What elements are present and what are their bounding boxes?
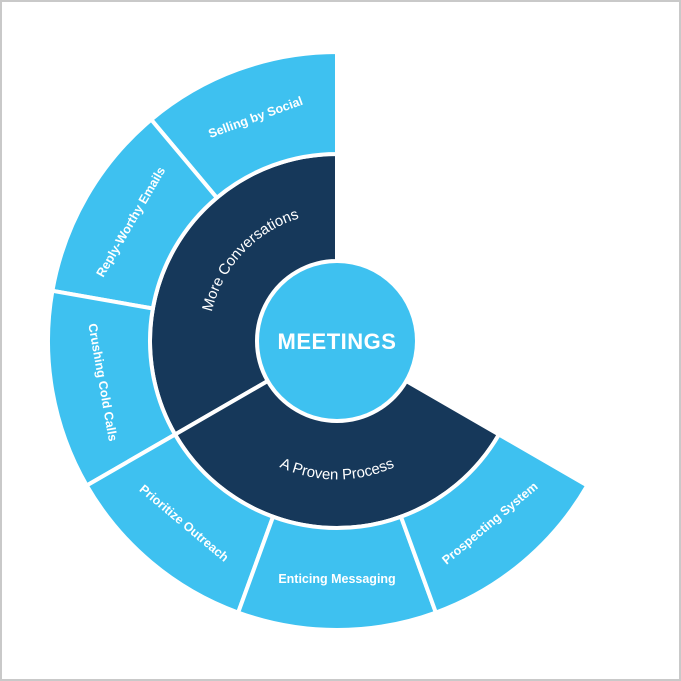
center-label: MEETINGS [278, 329, 397, 354]
outer-sector-selling-by-social [148, 49, 339, 201]
outer-sector-enticing-messaging [235, 514, 439, 632]
outer-sector-crushing-cold-calls [46, 288, 178, 489]
center-circle [259, 263, 415, 419]
outer-sector-reply-worthy-emails [50, 116, 220, 311]
outer-sector-prospecting-system [398, 431, 591, 616]
outer-label-enticing-messaging: Enticing Messaging [278, 572, 395, 586]
outer-sector-prioritize-outreach [83, 431, 276, 616]
